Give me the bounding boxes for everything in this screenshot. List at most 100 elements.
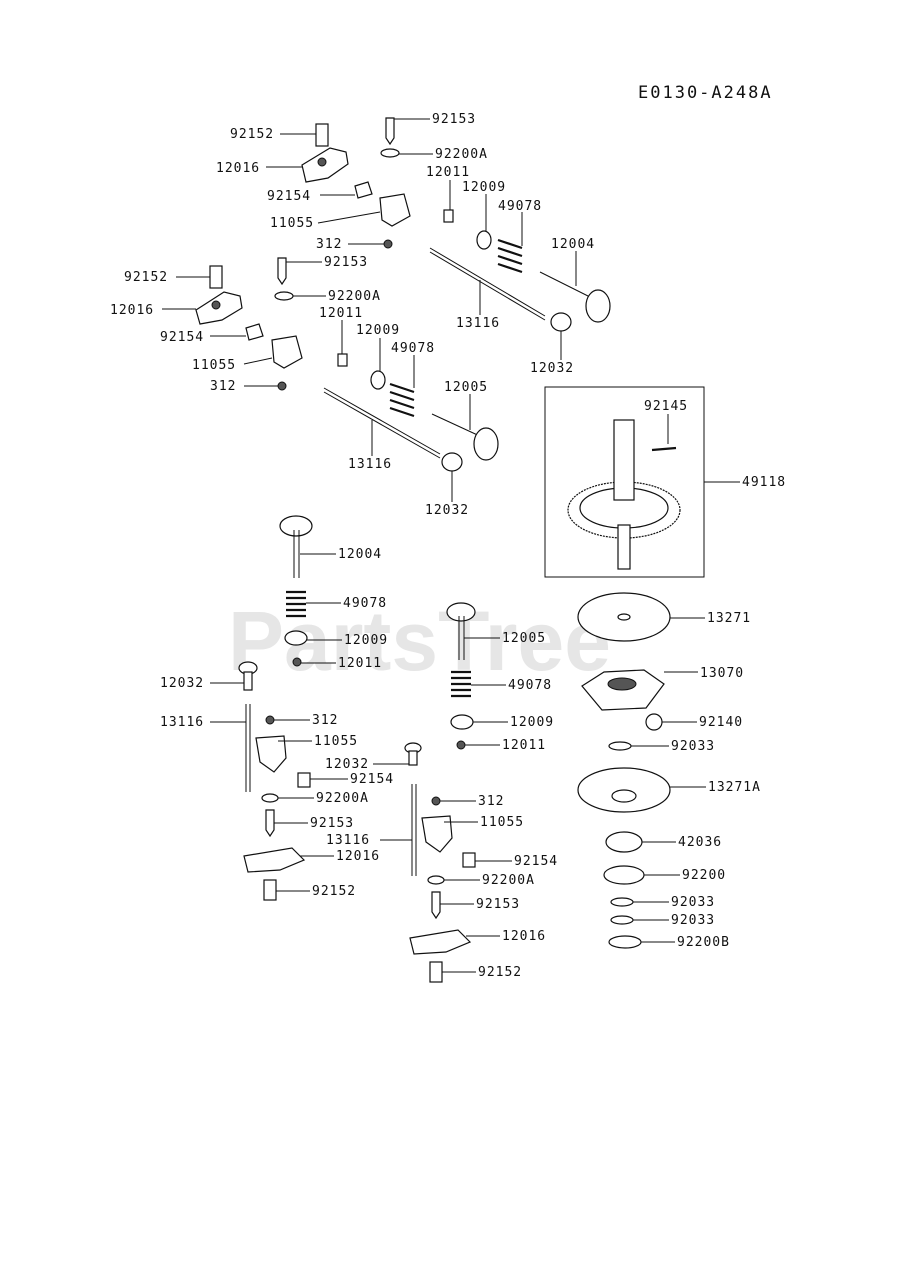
retainer-12009-a [476,230,492,250]
callout-92145[interactable]: 92145 [644,399,688,414]
bolt-92154-d [462,852,476,868]
rocker-arm-12016-c [243,847,306,873]
callout-12032-a[interactable]: 12032 [530,361,574,376]
callout-13116-d[interactable]: 13116 [326,833,370,848]
bolt-92154-a [354,181,373,199]
washer-92200A-d [427,875,445,885]
guide-11055-d [421,815,453,853]
right-stack [577,592,671,949]
callout-49078-c[interactable]: 49078 [343,596,387,611]
part-labels: 92153 92200A 92152 12016 12011 12009 490… [110,112,786,980]
callout-12009-a[interactable]: 12009 [462,180,506,195]
washer-92200B [608,935,642,949]
callout-49078-a[interactable]: 49078 [498,199,542,214]
callout-12016-b[interactable]: 12016 [110,303,154,318]
washer-92200A-c [261,793,279,803]
callout-92154-d[interactable]: 92154 [514,854,558,869]
callout-13116-a[interactable]: 13116 [456,316,500,331]
callout-92140[interactable]: 92140 [699,715,743,730]
cap-12011-c [292,657,302,667]
pushrod-13116-a [429,247,546,317]
callout-12016-a[interactable]: 12016 [216,161,260,176]
callout-12016-d[interactable]: 12016 [502,929,546,944]
retainer-12009-b [370,370,386,390]
pushrod-13116-b [323,387,441,455]
collar-92152-b [209,265,223,289]
callout-12005-a[interactable]: 12005 [444,380,488,395]
bolt-92154-b [245,323,264,341]
bolt-92153-b [277,257,287,286]
nut-312-a [383,239,393,249]
callout-92152-c[interactable]: 92152 [312,884,356,899]
lower-middle-assembly [404,602,476,983]
callout-12016-c[interactable]: 12016 [336,849,380,864]
lower-left-assembly [238,515,313,901]
callout-12009-c[interactable]: 12009 [344,633,388,648]
callout-92200A-d[interactable]: 92200A [482,873,535,888]
retainer-12009-c [284,630,308,646]
callout-92153-b[interactable]: 92153 [324,255,368,270]
callout-92200B[interactable]: 92200B [677,935,730,950]
callout-12032-b[interactable]: 12032 [425,503,469,518]
callout-49078-b[interactable]: 49078 [391,341,435,356]
callout-92153-d[interactable]: 92153 [476,897,520,912]
callout-92152-b[interactable]: 92152 [124,270,168,285]
callout-12032-d[interactable]: 12032 [325,757,369,772]
callout-13271[interactable]: 13271 [707,611,751,626]
callout-12011-c[interactable]: 12011 [338,656,382,671]
callout-312-a[interactable]: 312 [316,237,342,252]
callout-92200A-a[interactable]: 92200A [435,147,488,162]
callout-92033-b[interactable]: 92033 [671,895,715,910]
callout-13116-c[interactable]: 13116 [160,715,204,730]
callout-12011-a[interactable]: 12011 [426,165,470,180]
callout-42036[interactable]: 42036 [678,835,722,850]
callout-92033-c[interactable]: 92033 [671,913,715,928]
callout-13271A[interactable]: 13271A [708,780,761,795]
callout-92033-a[interactable]: 92033 [671,739,715,754]
callout-92153-a[interactable]: 92153 [432,112,476,127]
camshaft-body [613,419,635,501]
callout-12004-a[interactable]: 12004 [551,237,595,252]
bolt-92153-a [385,117,395,146]
callout-12011-b[interactable]: 12011 [319,306,363,321]
callout-12009-b[interactable]: 12009 [356,323,400,338]
callout-13070[interactable]: 13070 [700,666,744,681]
collar-92152-a [315,123,329,147]
callout-12004-b[interactable]: 12004 [338,547,382,562]
callout-312-d[interactable]: 312 [478,794,504,809]
callout-312-c[interactable]: 312 [312,713,338,728]
callout-12005-b[interactable]: 12005 [502,631,546,646]
callout-12011-d[interactable]: 12011 [502,738,546,753]
cap-12011-a [443,209,454,223]
callout-92200[interactable]: 92200 [682,868,726,883]
callout-92152-d[interactable]: 92152 [478,965,522,980]
callout-92152-a[interactable]: 92152 [230,127,274,142]
callout-11055-d[interactable]: 11055 [480,815,524,830]
callout-49118[interactable]: 49118 [742,475,786,490]
washer-92200A-a [380,148,400,158]
spring-92145 [651,446,677,452]
guide-11055-c [255,735,287,773]
callout-92153-c[interactable]: 92153 [310,816,354,831]
valve-head-12005-a [473,427,499,461]
washer-92200A-b [274,291,294,301]
callout-11055-c[interactable]: 11055 [314,734,358,749]
callout-13116-b[interactable]: 13116 [348,457,392,472]
circlip-92033-b [610,897,634,907]
callout-92154-b[interactable]: 92154 [160,330,204,345]
callout-49078-d[interactable]: 49078 [508,678,552,693]
callout-92154-c[interactable]: 92154 [350,772,394,787]
callout-312-b[interactable]: 312 [210,379,236,394]
callout-12009-d[interactable]: 12009 [510,715,554,730]
retainer-12009-d [450,714,474,730]
top-assembly-2 [195,257,499,472]
callout-12032-c[interactable]: 12032 [160,676,204,691]
callout-11055-a[interactable]: 11055 [270,216,314,231]
guide-11055-a [379,193,411,227]
valve-stem-12005-a [431,413,485,439]
callout-92200A-b[interactable]: 92200A [328,289,381,304]
callout-92154-a[interactable]: 92154 [267,189,311,204]
callout-92200A-c[interactable]: 92200A [316,791,369,806]
callout-11055-b[interactable]: 11055 [192,358,236,373]
